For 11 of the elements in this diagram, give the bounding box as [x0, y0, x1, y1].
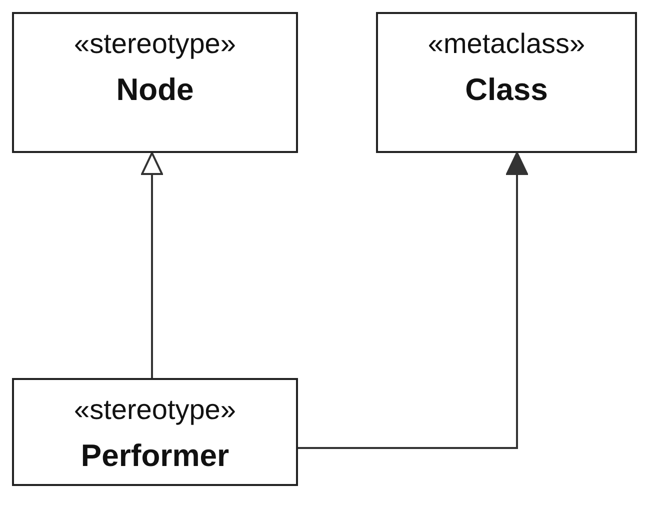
class-name: Performer [80, 438, 230, 474]
class-box [12, 378, 298, 486]
class-name: Class [465, 72, 548, 108]
generalization-arrow [141, 152, 163, 378]
stereotype-label: «stereotype» [74, 28, 236, 60]
stereotype-label: «stereotype» [74, 394, 236, 426]
class-box [376, 12, 637, 153]
class-box [12, 12, 298, 153]
extension-arrow [298, 152, 528, 449]
class-name: Node [116, 72, 194, 108]
stereotype-label: «metaclass» [428, 28, 586, 60]
